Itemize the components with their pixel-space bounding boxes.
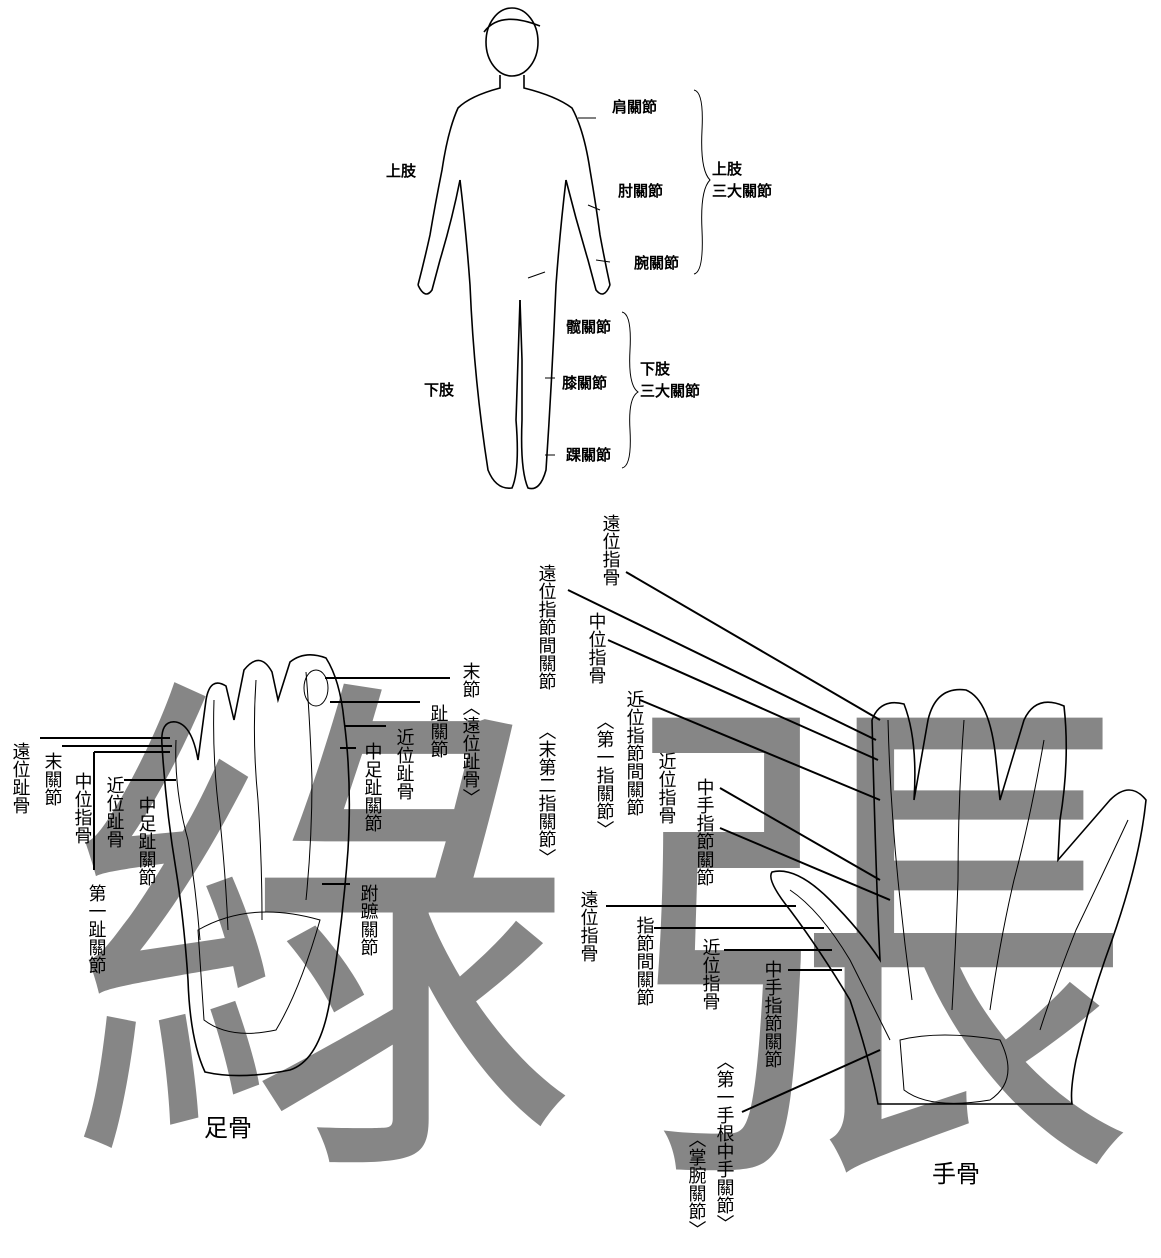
body-outline	[417, 7, 611, 490]
upper-brace	[693, 89, 711, 275]
right-leg	[519, 179, 567, 490]
hand-label-middle-phalanx: 中位指骨	[586, 612, 607, 684]
foot-label-mtp-joint-left: 中足趾關節	[136, 796, 157, 886]
hand-label-distal-phalanx-thumb: 遠位指骨	[578, 890, 599, 962]
lower-group-line1: 下肢	[640, 360, 671, 378]
foot-outline	[160, 654, 351, 1077]
hand-leader-11	[741, 1049, 881, 1113]
hip-mark	[527, 271, 546, 279]
lower-limb-label: 下肢	[424, 381, 455, 399]
finger-index-bones	[887, 719, 913, 1001]
hair	[483, 18, 541, 33]
foot-label-mtp-joint-right: 中足趾關節	[362, 742, 383, 832]
foot-label-proximal-phalanx-left: 近位趾骨	[104, 776, 125, 848]
hand-caption: 手骨	[932, 1160, 980, 1188]
hand-label-ip-joint-thumb: 指節間關節	[634, 916, 655, 1006]
big-toe-tip	[303, 669, 329, 707]
knee-joint-label: 膝關節	[562, 374, 607, 392]
hand-leader-2	[567, 589, 877, 741]
finger-little-bones	[1039, 819, 1129, 1031]
hand-drawing	[770, 688, 1147, 1105]
foot-label-middle-phalanx: 中位指骨	[72, 772, 93, 844]
lower-group-line2: 三大關節	[640, 382, 700, 400]
hand-label-dip-joint: 遠位指節間關節	[536, 564, 557, 690]
wrist-joint-label: 腕關節	[634, 254, 679, 272]
foot-label-distal-joint: 末關節	[42, 752, 63, 806]
foot-drawing	[160, 654, 351, 1077]
left-arm-outer	[417, 75, 501, 286]
head	[485, 7, 539, 77]
foot-label-first-toe-joint: 第一趾關節	[86, 884, 107, 974]
hip-joint-label: 髋關節	[566, 318, 611, 336]
upper-limb-label: 上肢	[386, 162, 417, 180]
upper-group-line1: 上肢	[712, 160, 743, 178]
toe-five-bones	[175, 739, 201, 941]
hand-label-mcp-joint-top: 中手指節關節	[694, 778, 715, 886]
hand-leader-6	[719, 827, 891, 901]
foot-label-distal-phalanx: 遠位趾骨	[10, 742, 31, 814]
elbow-joint-label: 肘關節	[618, 182, 663, 200]
right-arm-outer	[523, 75, 611, 286]
hand-label-distal-phalanx-top: 遠位指骨	[600, 514, 621, 586]
hand-leader-1	[625, 571, 881, 721]
foot-label-tarsometatarsal: 跗蹠關節	[358, 884, 379, 956]
right-hand	[565, 179, 611, 295]
foot-watermark: 綠	[60, 637, 580, 1243]
upper-group-line2: 三大關節	[712, 182, 772, 200]
hand-leader-3	[607, 639, 879, 761]
hand-label-cmc-joint: ︿第一手根中手關節﹀	[714, 1052, 735, 1232]
toe-three-bones	[253, 679, 263, 921]
shoulder-joint-label: 肩關節	[612, 98, 657, 116]
hand-label-cmc-alias: ︿掌腕關節﹀	[686, 1130, 707, 1238]
hand-outline	[770, 688, 1147, 1105]
hand-leader-5	[719, 787, 881, 881]
carpal-bones	[899, 1034, 1009, 1104]
thumb-bones	[789, 889, 891, 1041]
hand-label-pip-alias: ︿第一指關節﹀	[594, 712, 615, 838]
lower-brace	[621, 311, 639, 469]
hand-leader-4	[639, 699, 881, 801]
hand-label-dip-alias: ︿末第二指關節﹀	[536, 722, 557, 866]
foot-label-toe-joint: 趾關節	[428, 704, 449, 758]
left-hand	[417, 179, 461, 295]
finger-ring-bones	[989, 739, 1045, 1011]
hand-label-proximal-phalanx-thumb: 近位指骨	[700, 938, 721, 1010]
elbow-mark	[587, 204, 601, 211]
foot-caption: 足骨	[204, 1114, 252, 1142]
foot-label-proximal-phalanx-right: 近位趾骨	[394, 728, 415, 800]
hand-label-mcp-joint-thumb: 中手指節關節	[762, 960, 783, 1068]
finger-middle-bones	[951, 719, 965, 1011]
left-leg	[459, 179, 521, 489]
ankle-joint-label: 踝關節	[566, 446, 611, 464]
foot-label-distal-segment: 末節︿遠位趾骨﹀	[460, 662, 481, 806]
tarsal-bones	[197, 911, 321, 1034]
toe-four-bones	[213, 699, 229, 931]
wrist-mark	[595, 259, 611, 263]
hand-label-pip-joint: 近位指節間關節	[624, 690, 645, 816]
hand-label-proximal-phalanx-top: 近位指骨	[656, 752, 677, 824]
